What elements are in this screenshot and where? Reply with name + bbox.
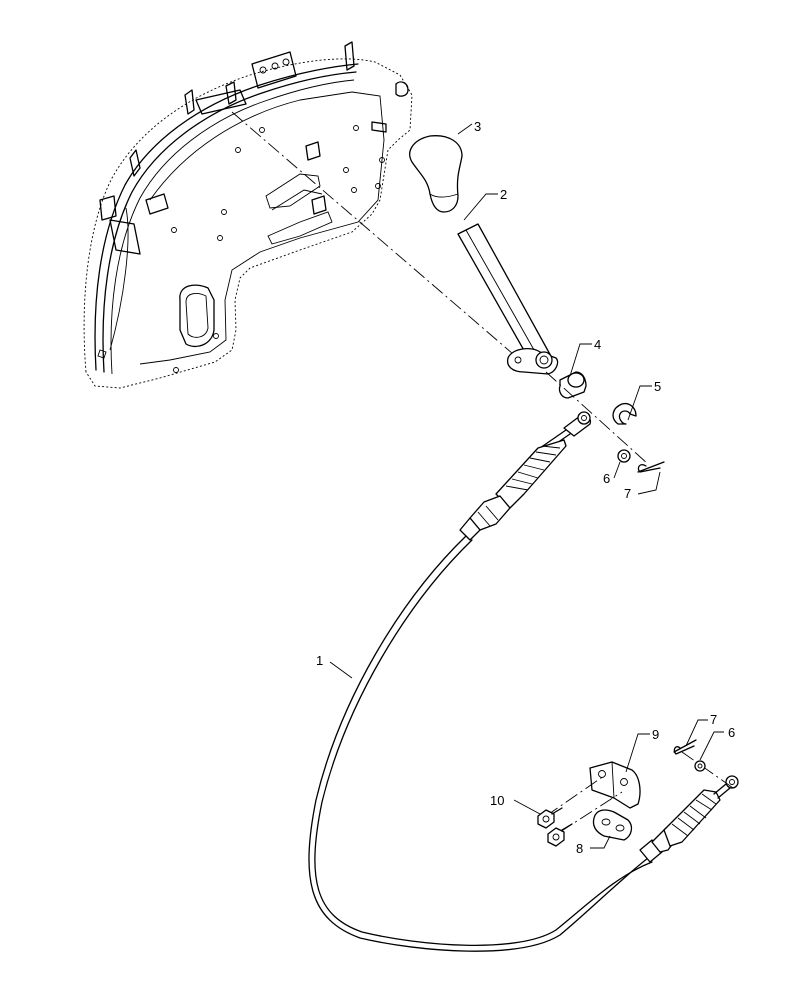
callout-9: 9 (652, 727, 659, 742)
lower-pin-centerline (681, 751, 737, 791)
fender-console-panel (83, 41, 413, 389)
callout-leaders (329, 123, 724, 849)
callout-7-lower: 7 (710, 712, 717, 727)
lever-knob (409, 135, 463, 213)
washer-lower (694, 760, 706, 772)
bolt-lower (547, 823, 573, 847)
callout-2: 2 (500, 187, 507, 202)
pivot-centerline (231, 111, 521, 361)
callout-labels: 3 2 4 5 6 7 1 9 7 6 10 8 (316, 119, 735, 856)
callout-8: 8 (576, 841, 583, 856)
callout-4: 4 (594, 337, 601, 352)
bolt-upper (537, 807, 563, 829)
clamp-plate (592, 809, 633, 841)
callout-5: 5 (654, 379, 661, 394)
cable-pin-centerline (545, 371, 649, 465)
control-cable (308, 411, 739, 952)
callout-6-upper: 6 (603, 471, 610, 486)
callout-10: 10 (490, 793, 504, 808)
callout-6-lower: 6 (728, 725, 735, 740)
hair-pin-lower (673, 739, 697, 755)
washer-upper (617, 449, 631, 463)
cable-bracket (589, 761, 641, 809)
shift-lever (457, 223, 559, 375)
bolt-centerline-upper (545, 775, 605, 817)
callout-1: 1 (316, 653, 323, 668)
lever-bushing (558, 371, 587, 399)
callout-7-upper: 7 (624, 486, 631, 501)
hair-pin-upper (637, 461, 665, 473)
callout-3: 3 (474, 119, 481, 134)
